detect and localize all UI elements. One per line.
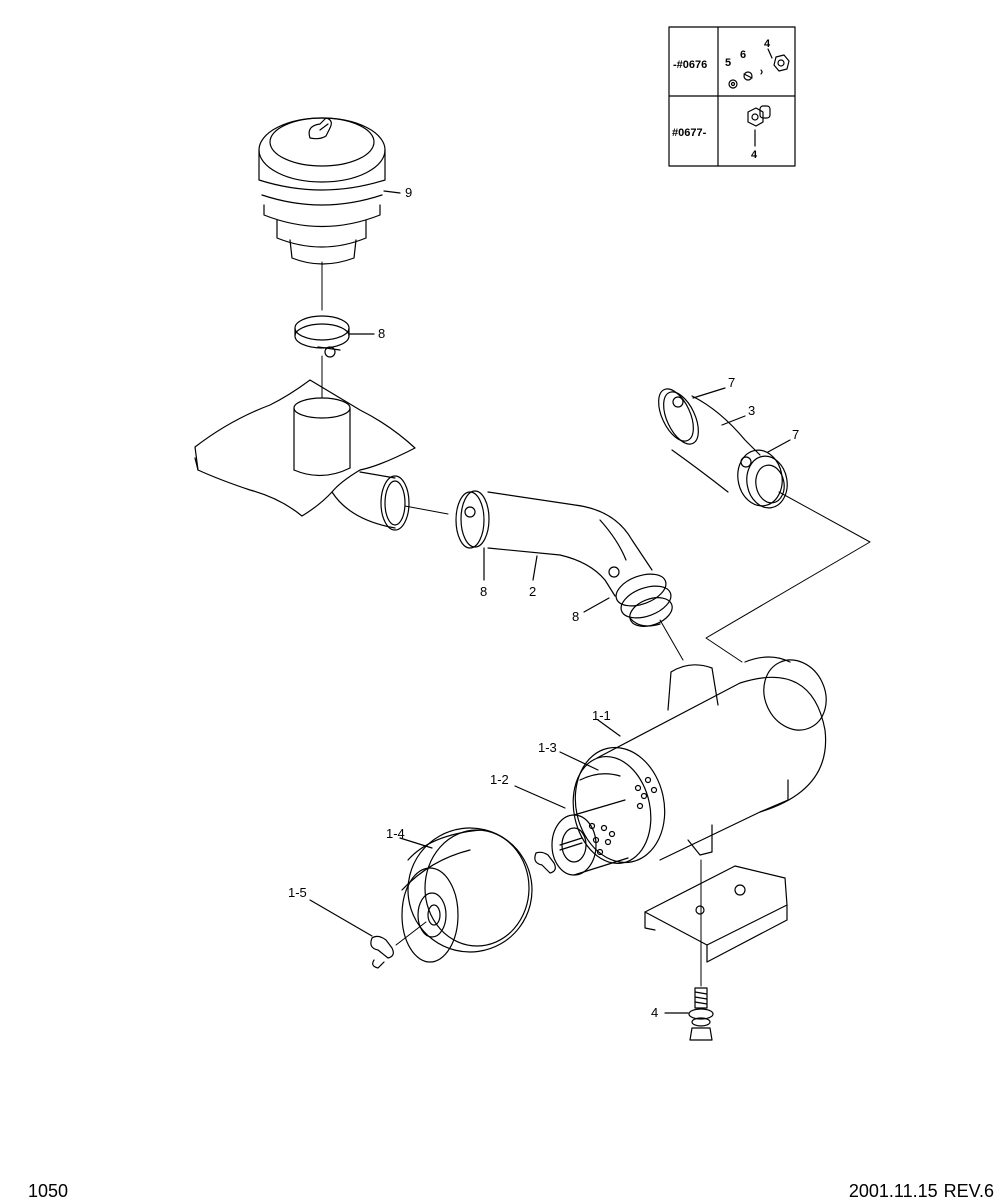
callout-8-left: 8: [480, 584, 487, 599]
callout-8-top: 8: [378, 326, 385, 341]
serial-number-table: -#0676 #0677- 5 6 4 4: [668, 26, 796, 167]
page-number: 1050: [28, 1181, 69, 1201]
table-part-6: 6: [740, 49, 746, 61]
callout-4: 4: [651, 1005, 658, 1020]
callout-7-top: 7: [728, 375, 735, 390]
table-part-4-row2: 4: [751, 149, 758, 161]
callout-7-right: 7: [792, 427, 799, 442]
serial-label-range-2: #0677-: [672, 127, 707, 139]
callout-1-5: 1-5: [288, 885, 307, 900]
lock-washer-icon: [743, 71, 753, 81]
pre-cleaner-cap: [258, 117, 386, 265]
inner-element: [551, 799, 629, 876]
callout-1-3: 1-3: [538, 740, 557, 755]
callout-2: 2: [529, 584, 536, 599]
callout-1-1: 1-1: [592, 708, 611, 723]
callout-3: 3: [748, 403, 755, 418]
callout-1-2: 1-2: [490, 772, 509, 787]
callout-1-4: 1-4: [386, 826, 405, 841]
spring-icon: [760, 69, 763, 75]
washer-icon: [728, 79, 738, 89]
revision-label: REV.6: [943, 1181, 994, 1201]
wing-nut-cover-icon: [370, 935, 394, 969]
outer-element: [572, 755, 658, 865]
table-part-5: 5: [725, 57, 731, 69]
revision-date: 2001.11.15: [848, 1181, 938, 1201]
mounting-bracket: [644, 865, 788, 963]
outlet-hose: [658, 388, 788, 509]
bolt-icon: [773, 54, 790, 72]
intake-hose: [455, 490, 673, 627]
serial-label-range-1: -#0676: [673, 59, 707, 71]
intake-panel: [194, 379, 416, 531]
flange-bolt-icon: [747, 105, 771, 127]
callout-8-bottom: 8: [572, 609, 579, 624]
hose-clamp-top: [294, 315, 350, 358]
air-cleaner-body: [574, 656, 827, 864]
callout-9: 9: [405, 185, 412, 200]
table-part-4-row1: 4: [764, 38, 771, 50]
cleaner-cover: [401, 827, 533, 963]
mounting-bolt: [688, 987, 714, 1041]
wing-nut-icon: [534, 851, 556, 874]
